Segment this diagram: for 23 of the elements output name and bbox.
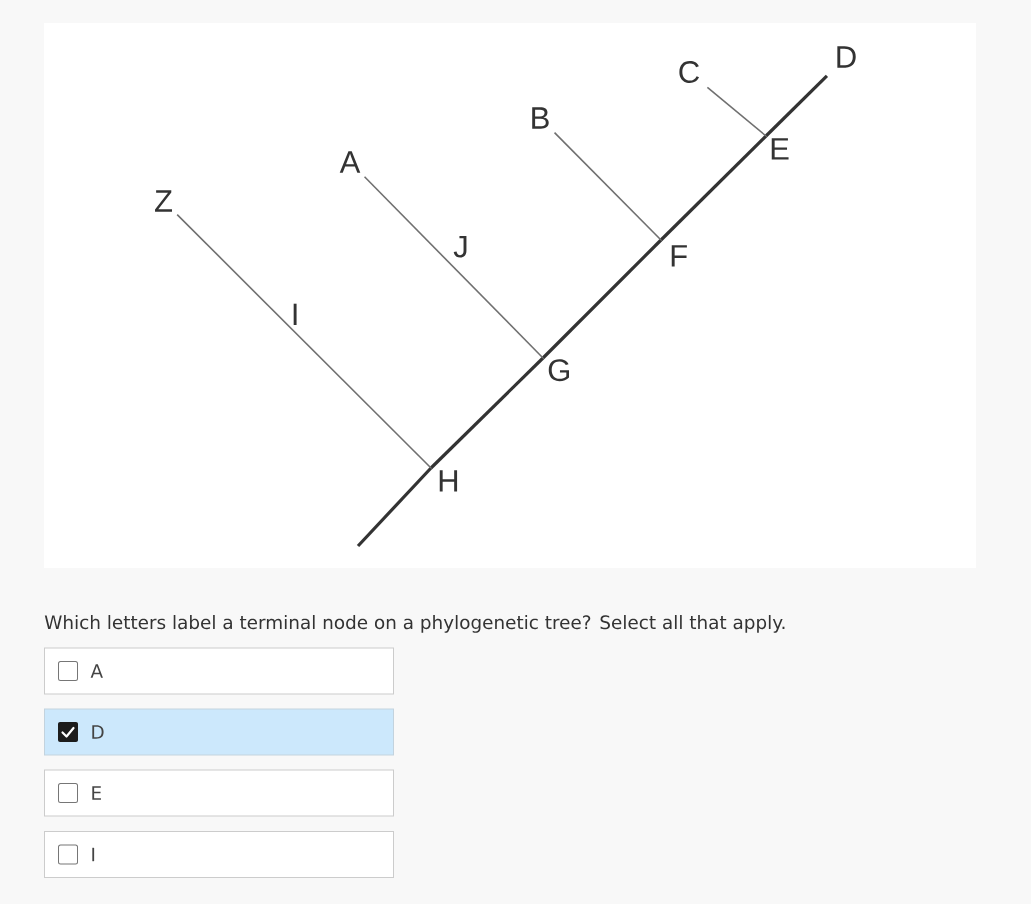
answer-option: A — [44, 647, 394, 695]
node-label: E — [771, 138, 789, 160]
answer-option: D — [44, 708, 394, 756]
branch-line — [363, 175, 544, 359]
branch-line — [356, 466, 433, 548]
branch-line — [553, 131, 662, 241]
branch-line — [176, 213, 432, 469]
branch-line — [429, 356, 545, 470]
tip-label: A — [339, 151, 361, 173]
tip-label: B — [532, 107, 549, 129]
tip-label: C — [679, 61, 699, 83]
branch-label: I — [290, 303, 300, 326]
node-label: F — [671, 245, 687, 267]
tip-label: D — [837, 46, 856, 68]
node-label: H — [439, 470, 458, 492]
branch-line — [706, 86, 767, 137]
answer-option: I — [44, 831, 394, 878]
branch-line — [541, 238, 663, 360]
node-label: G — [548, 359, 569, 382]
tip-label: Z — [155, 190, 172, 212]
answer-option: E — [44, 769, 394, 817]
branch-line — [764, 74, 829, 138]
branch-line — [659, 134, 768, 242]
